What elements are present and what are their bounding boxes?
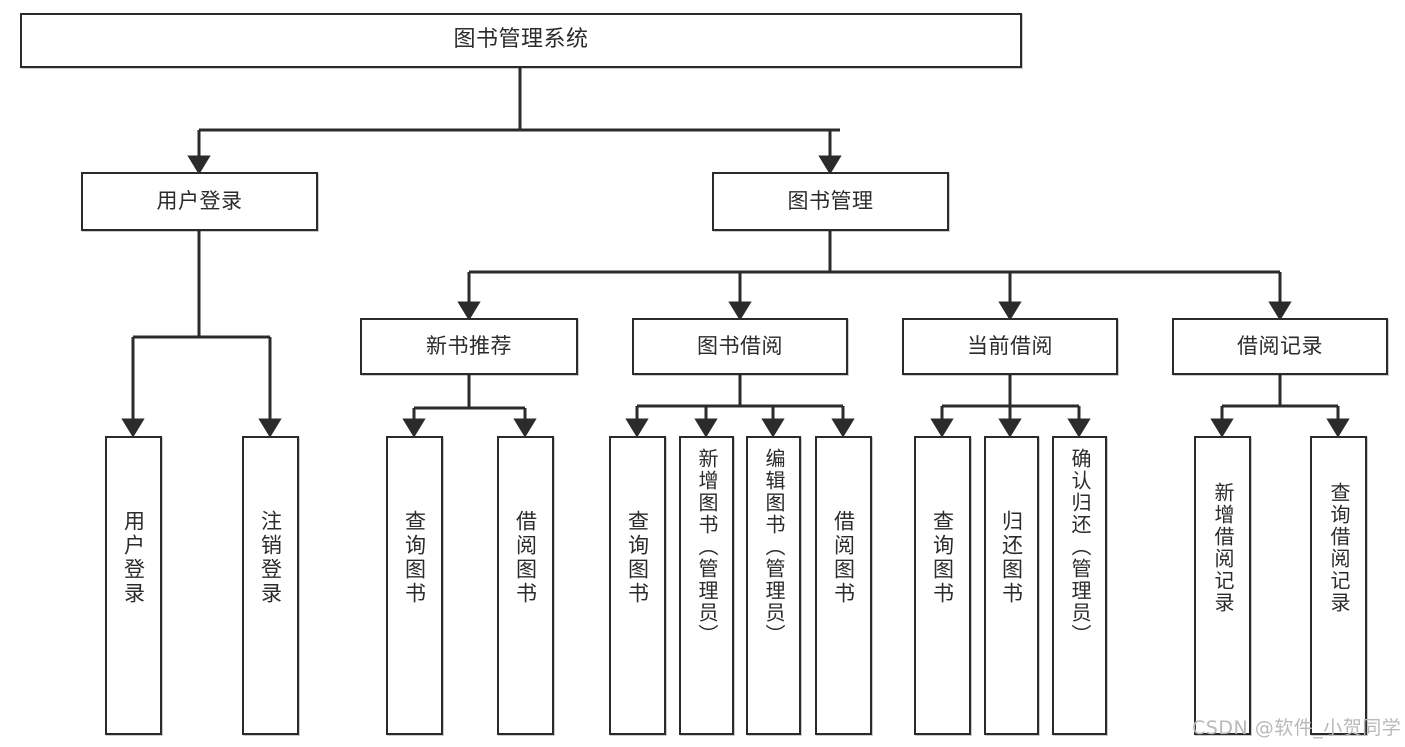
node-label: 查询图书 <box>930 510 955 606</box>
node-borrow-record[interactable]: 借阅记录 <box>1172 318 1388 375</box>
node-leaf-query-borrow-record[interactable]: 查询借阅记录 <box>1310 436 1367 735</box>
node-label: 新书推荐 <box>426 333 512 358</box>
node-label: 查询图书 <box>625 510 650 606</box>
node-leaf-add-book-admin[interactable]: 新增图书（管理员） <box>679 436 734 735</box>
node-new-book-recommend[interactable]: 新书推荐 <box>360 318 578 375</box>
node-leaf-add-borrow-record[interactable]: 新增借阅记录 <box>1194 436 1251 735</box>
node-label: 注销登录 <box>258 510 283 606</box>
node-label: 当前借阅 <box>967 333 1053 358</box>
node-label: 归还图书 <box>999 510 1024 606</box>
node-leaf-return-book[interactable]: 归还图书 <box>984 436 1039 735</box>
node-label: 图书借阅 <box>697 333 783 358</box>
node-label: 编辑图书（管理员） <box>762 448 786 646</box>
node-leaf-query-book-borrow[interactable]: 查询图书 <box>609 436 666 735</box>
node-book-management[interactable]: 图书管理 <box>712 172 949 231</box>
node-label: 借阅图书 <box>831 510 856 606</box>
node-leaf-edit-book-admin[interactable]: 编辑图书（管理员） <box>746 436 801 735</box>
node-label: 新增图书（管理员） <box>695 448 719 646</box>
node-leaf-user-login[interactable]: 用户登录 <box>105 436 162 735</box>
node-user-login[interactable]: 用户登录 <box>81 172 318 231</box>
node-root-book-management-system[interactable]: 图书管理系统 <box>20 13 1022 68</box>
node-leaf-logout[interactable]: 注销登录 <box>242 436 299 735</box>
node-label: 借阅记录 <box>1237 333 1323 358</box>
node-leaf-confirm-return-admin[interactable]: 确认归还（管理员） <box>1052 436 1107 735</box>
node-leaf-borrow-book[interactable]: 借阅图书 <box>815 436 872 735</box>
node-label: 用户登录 <box>121 510 146 606</box>
node-leaf-query-book-current[interactable]: 查询图书 <box>914 436 971 735</box>
node-leaf-borrow-book-recommend[interactable]: 借阅图书 <box>497 436 554 735</box>
node-book-borrow[interactable]: 图书借阅 <box>632 318 848 375</box>
node-leaf-query-book-recommend[interactable]: 查询图书 <box>386 436 443 735</box>
node-label: 借阅图书 <box>513 510 538 606</box>
node-label: 确认归还（管理员） <box>1068 448 1092 646</box>
node-label: 用户登录 <box>156 188 243 213</box>
watermark-csdn: CSDN @软件_小贺同学 <box>1192 717 1402 739</box>
node-label: 新增借阅记录 <box>1211 482 1235 614</box>
node-label: 图书管理 <box>787 188 874 213</box>
node-label: 查询图书 <box>402 510 427 606</box>
node-label: 查询借阅记录 <box>1327 482 1351 614</box>
node-current-borrow[interactable]: 当前借阅 <box>902 318 1118 375</box>
node-label: 图书管理系统 <box>453 27 589 53</box>
